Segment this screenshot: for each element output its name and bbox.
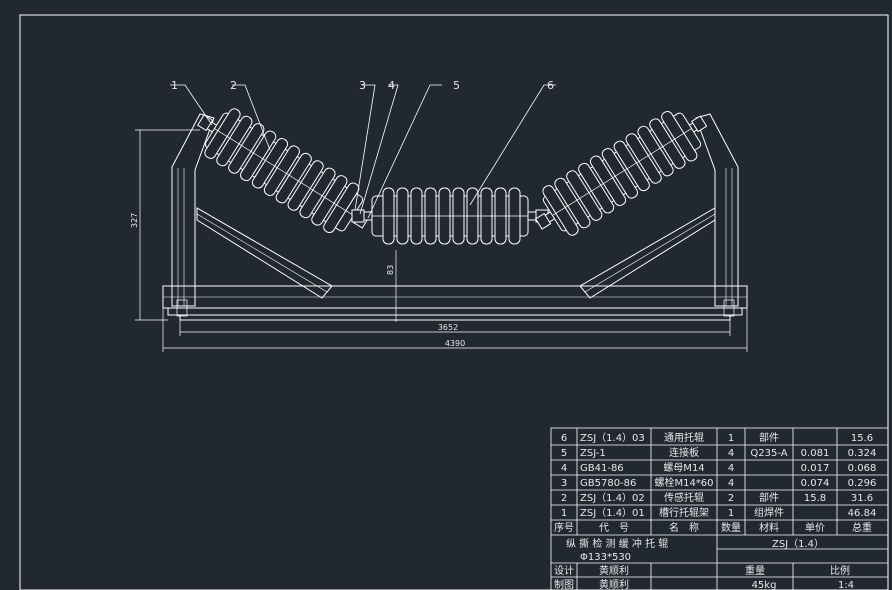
bom-row-total: 15.6 [851,433,873,444]
bom-row-code: ZSJ-1 [580,448,606,459]
header-code: 代 号 [599,522,629,534]
scale-value: 1:4 [838,580,854,590]
base-foot [167,307,743,316]
bom-row-name: 螺母M14 [663,462,704,474]
bom-row-code: ZSJ（1.4）03 [580,432,645,444]
bom-row-code: ZSJ（1.4）02 [580,492,645,504]
bom-row-code: GB41-86 [580,463,624,474]
header-total: 总重 [852,521,872,534]
bom-row-name: 通用托辊 [664,431,704,444]
callout-6: 6 [547,79,554,92]
bom-row-unit: 15.8 [804,493,826,504]
right-roller [535,110,708,236]
design-label: 设计 [554,564,574,577]
title-block: 纵 撕 检 测 缓 冲 托 辊 Φ133*530 ZSJ（1.4） 设计 黄顺利… [554,537,854,590]
bom-row-no: 4 [561,463,567,474]
bom-row-no: 1 [561,508,567,519]
dimension-lines [135,129,748,352]
header-unit: 单价 [805,522,825,534]
bom-row-material: 部件 [759,491,779,504]
header-no: 序号 [554,521,574,534]
bom-row-no: 5 [561,448,567,459]
bom-row-no: 6 [561,433,567,444]
bom-rows: 6 ZSJ（1.4）03 通用托辊 1 部件 15.6 5 ZSJ-1 连接板 … [561,431,877,519]
left-roller [197,108,370,234]
dim-height: 327 [130,213,139,228]
drawing-border [19,14,889,590]
bom-row-qty: 1 [728,508,734,519]
bom-row-qty: 2 [728,493,734,504]
bom-row-total: 0.068 [848,463,877,474]
right-brace [579,207,716,299]
bom-row-material: 组焊件 [754,506,784,519]
bom-row-qty: 4 [728,448,734,459]
bom-row-no: 2 [561,493,567,504]
left-bracket [171,113,215,307]
scale-label: 比例 [830,564,850,577]
drawing-number: ZSJ（1.4） [772,538,824,550]
bom-row-qty: 4 [728,478,734,489]
bom-row-no: 3 [561,478,567,489]
bom-row-total: 0.296 [848,478,877,489]
bom-row-total: 46.84 [848,508,877,519]
bom-row-name: 传感托辊 [664,491,704,504]
weight-label: 重量 [745,564,765,577]
bom-row-total: 31.6 [851,493,873,504]
bom-header: 序号 代 号 名 称 数量 材料 单价 总重 [554,521,872,534]
callout-1: 1 [171,79,178,92]
dim-overall-width: 4390 [445,339,465,348]
draw-label: 制图 [554,578,574,590]
bom-row-unit: 0.081 [801,448,830,459]
header-qty: 数量 [721,521,741,534]
bom-row-unit: 0.074 [801,478,830,489]
bom-row-total: 0.324 [848,448,877,459]
center-roller [351,187,549,245]
design-name: 黄顺利 [599,564,629,577]
bom-row-name: 螺栓M14*60 [654,476,713,489]
bom-table [550,427,889,590]
bom-row-qty: 1 [728,433,734,444]
leader-lines [170,84,556,219]
bom-row-name: 槽行托辊架 [659,506,709,519]
left-brace [196,207,333,299]
callout-3: 3 [359,79,366,92]
header-name: 名 称 [669,521,699,534]
bom-row-qty: 4 [728,463,734,474]
weight-value: 45kg [752,580,777,590]
dim-inner-height: 83 [386,265,395,275]
idler-frame [162,113,748,321]
right-bracket [695,113,739,307]
drawing-title: 纵 撕 检 测 缓 冲 托 辊 [566,537,668,550]
bom-row-material: Q235-A [750,448,787,459]
bom-row-material: 部件 [759,431,779,444]
bom-row-unit: 0.017 [801,463,830,474]
drawing-spec: Φ133*530 [580,552,631,563]
bom-row-code: ZSJ（1.4）01 [580,507,645,519]
bom-row-code: GB5780-86 [580,478,636,489]
dim-inner-width: 3652 [438,323,458,332]
bom-row-name: 连接板 [669,446,699,459]
callout-2: 2 [230,79,237,92]
callout-4: 4 [388,79,395,92]
header-material: 材料 [759,521,779,534]
draw-name: 黄顺利 [599,578,629,590]
callout-5: 5 [453,79,460,92]
